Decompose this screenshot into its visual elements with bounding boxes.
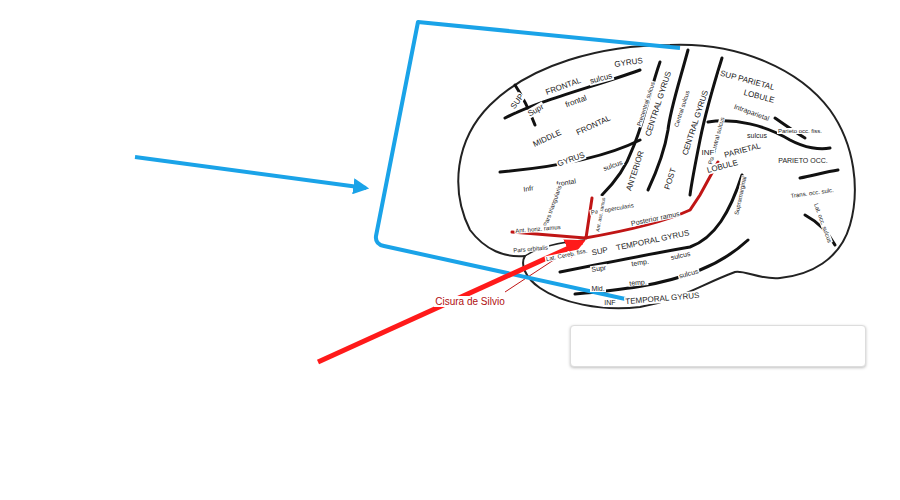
region-label-box: temp. — [629, 251, 651, 270]
blue-bracket — [376, 22, 680, 300]
region-label: Infr — [522, 184, 535, 193]
region-label: temp. — [630, 258, 650, 268]
region-label-box: sulcus — [746, 125, 768, 141]
region-label-box: Parieto occ. fiss. — [777, 120, 823, 136]
region-label: PARIETO OCC. — [777, 157, 829, 164]
region-label: sulcus — [746, 132, 768, 139]
region-label: Ant. horiz. ramus — [514, 224, 562, 234]
region-label: Pars orbitalis — [512, 244, 549, 253]
region-label: Mid. — [590, 285, 605, 292]
region-label-box: PARIETO OCC. — [777, 150, 829, 166]
region-label: INF — [603, 299, 616, 306]
region-label: Supr — [590, 264, 608, 273]
region-label: temp. — [628, 278, 648, 287]
region-label-box: temp. — [628, 271, 649, 289]
region-label: TEMPORAL GYRUS — [624, 291, 701, 307]
region-label: Cisura de Silvio — [434, 296, 505, 307]
region-label-box: INF — [603, 292, 616, 308]
region-label-box: Mid. — [590, 278, 605, 294]
region-label-box: Pars orbitalis — [511, 236, 549, 255]
region-label-box: Supr — [589, 257, 608, 275]
sulci — [500, 50, 838, 294]
blue-arrow — [135, 157, 366, 188]
region-label-box: Infr — [521, 177, 535, 195]
region-label-box: INF — [701, 142, 716, 158]
region-label-box: Cisura de Silvio — [434, 292, 505, 308]
region-label: INF — [701, 148, 716, 157]
region-label: Parieto occ. fiss. — [777, 128, 823, 134]
red-arrow — [318, 242, 582, 362]
empty-panel — [570, 325, 866, 367]
sylvian-fissure — [512, 162, 718, 238]
